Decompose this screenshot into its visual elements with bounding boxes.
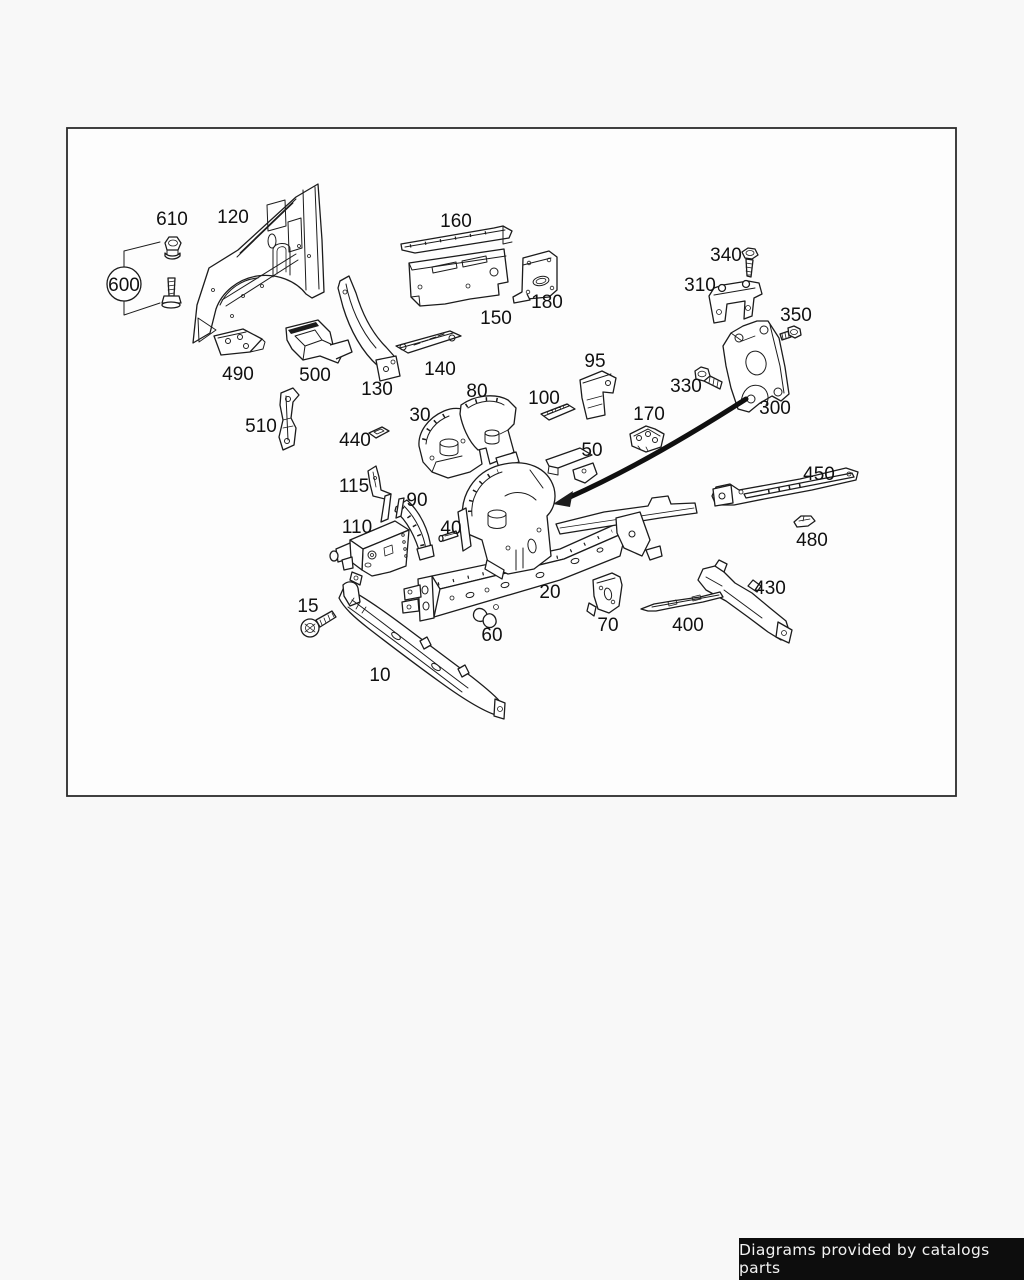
attribution-text: Diagrams provided by catalogs parts <box>739 1241 990 1277</box>
part-500-channel-bracket <box>285 319 353 364</box>
part-label-110: 110 <box>342 517 372 538</box>
part-10-crossmember <box>338 581 506 720</box>
callout-600-label: 600 <box>108 275 140 296</box>
part-label-15: 15 <box>297 596 318 617</box>
part-label-100: 100 <box>528 388 560 409</box>
part-label-90: 90 <box>406 490 427 511</box>
part-180-bracket <box>512 250 558 304</box>
part-95-bracket <box>579 370 617 420</box>
part-label-130: 130 <box>361 379 393 400</box>
part-label-20: 20 <box>539 582 560 603</box>
part-430-lower-rail <box>697 559 793 644</box>
callout-600 <box>106 241 161 316</box>
part-120-inner-fender-panel <box>192 183 325 344</box>
part-610-nut <box>164 236 182 260</box>
part-label-50: 50 <box>581 440 602 461</box>
part-label-80: 80 <box>466 381 487 402</box>
part-label-150: 150 <box>480 308 512 329</box>
part-label-160: 160 <box>440 211 472 232</box>
part-label-610: 610 <box>156 209 188 230</box>
part-label-340: 340 <box>710 245 742 266</box>
part-label-95: 95 <box>584 351 605 372</box>
part-440-clip <box>368 426 390 439</box>
part-label-500: 500 <box>299 365 331 386</box>
part-label-480: 480 <box>796 530 828 551</box>
part-label-40: 40 <box>440 518 461 539</box>
part-310-upper-bracket <box>708 279 763 324</box>
part-label-60: 60 <box>481 625 502 646</box>
part-label-120: 120 <box>217 207 249 228</box>
part-40-pin <box>438 530 459 543</box>
part-600-bolt <box>161 277 182 309</box>
part-50-angled-plate <box>545 447 598 484</box>
part-label-350: 350 <box>780 305 812 326</box>
part-label-510: 510 <box>245 416 277 437</box>
part-160-upper-rail-strip <box>400 225 513 254</box>
part-label-10: 10 <box>369 665 390 686</box>
part-label-170: 170 <box>633 404 665 425</box>
part-350-bolt <box>779 325 802 341</box>
part-150-side-panel <box>408 248 509 307</box>
part-label-30: 30 <box>409 405 430 426</box>
part-label-490: 490 <box>222 364 254 385</box>
part-label-140: 140 <box>424 359 456 380</box>
part-label-440: 440 <box>339 430 371 451</box>
part-label-330: 330 <box>670 376 702 397</box>
part-60-grommets <box>472 604 499 629</box>
part-130-arch-pillar <box>337 275 401 382</box>
part-510-vertical-strut <box>278 387 300 451</box>
part-label-310: 310 <box>684 275 716 296</box>
part-label-180: 180 <box>531 292 563 313</box>
part-label-70: 70 <box>597 615 618 636</box>
part-490-bracket-plate <box>213 328 266 356</box>
part-330-bolt <box>694 366 723 390</box>
part-400-sill-strip <box>640 591 724 612</box>
part-label-115: 115 <box>339 476 369 497</box>
part-300-mount-bracket <box>722 320 790 413</box>
part-15-screw <box>300 610 337 638</box>
part-140-slotted-strip <box>395 330 462 354</box>
part-100-strip <box>540 403 576 421</box>
part-110-support-box <box>329 493 410 586</box>
part-170-bracket <box>629 425 665 453</box>
direction-arrow <box>553 396 749 507</box>
part-labels: 610 120 160 340 310 180 350 150 95 140 490 500 330 13… <box>156 207 835 686</box>
part-label-430: 430 <box>754 578 786 599</box>
part-label-400: 400 <box>672 615 704 636</box>
part-480-clip <box>793 515 816 528</box>
part-label-450: 450 <box>803 464 835 485</box>
attribution-bar: Diagrams provided by catalogs parts <box>739 1238 1024 1280</box>
part-70-bracket <box>586 572 623 617</box>
part-20-frame-rail-assembly <box>401 462 698 622</box>
part-340-bolt <box>741 247 759 278</box>
part-80-wheel-arch-section <box>459 395 520 469</box>
part-450-side-rail <box>711 467 859 507</box>
part-90-curved-bracket <box>394 499 435 561</box>
part-label-300: 300 <box>759 398 791 419</box>
